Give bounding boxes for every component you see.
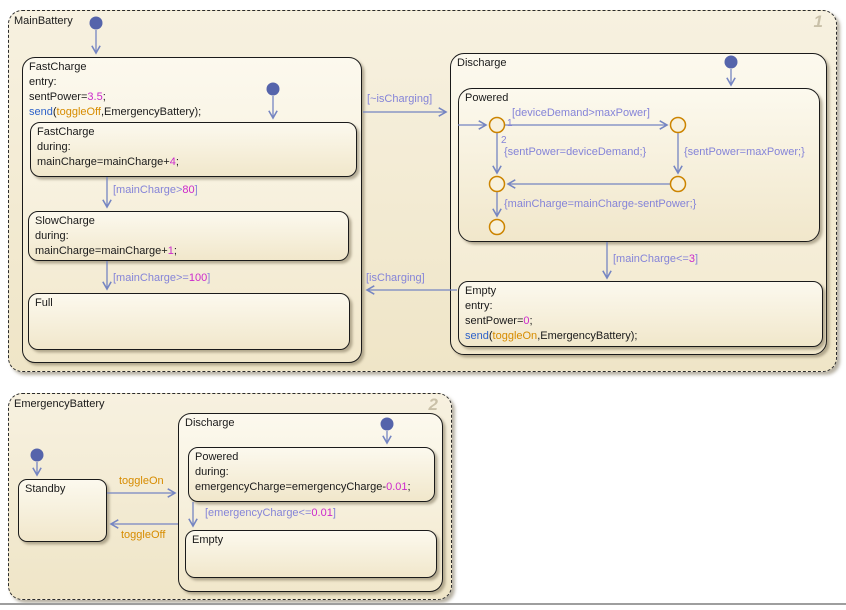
transition-label-not-ischarging[interactable]: [~isCharging] [367, 93, 433, 105]
state-code-line: emergencyCharge=emergencyCharge-0.01; [195, 481, 411, 493]
state-code-line: sentPower=0; [465, 315, 533, 327]
execution-order-badge: 2 [428, 395, 438, 414]
state-powered-emergency[interactable]: Powered during: emergencyCharge=emergenc… [188, 447, 435, 502]
state-title-powered-emergency: Powered [195, 451, 239, 463]
window-bottom-edge [0, 603, 846, 605]
state-title-discharge-main: Discharge [457, 57, 507, 69]
state-code-line: mainCharge=mainCharge+1; [35, 245, 177, 257]
state-empty-main[interactable]: Empty entry: sentPower=0; send(toggleOn,… [458, 281, 823, 347]
state-title-slowcharge: SlowCharge [35, 215, 95, 227]
state-slowcharge[interactable]: SlowCharge during: mainCharge=mainCharge… [28, 211, 349, 261]
state-code-line: sentPower=3.5; [29, 91, 106, 103]
transition-order-1[interactable]: 1 [507, 118, 513, 129]
transition-label-maincharge-le-3[interactable]: [mainCharge<=3] [613, 253, 699, 265]
state-title-empty-main: Empty [465, 285, 497, 297]
state-title-main-battery: MainBattery [14, 15, 73, 27]
state-fastcharge-inner[interactable]: FastCharge during: mainCharge=mainCharge… [30, 122, 357, 177]
state-code-line: during: [35, 230, 69, 242]
transition-label-toggleon[interactable]: toggleOn [119, 475, 164, 487]
transition-label-emergencycharge-le-001[interactable]: [emergencyCharge<=0.01] [205, 507, 336, 519]
transition-label-devicedemand-gt-maxpower[interactable]: [deviceDemand>maxPower] [512, 107, 650, 119]
state-code-line: during: [37, 141, 71, 153]
state-title-fastcharge-outer: FastCharge [29, 61, 87, 73]
transition-label-maincharge-ge-100[interactable]: [mainCharge>=100] [113, 272, 211, 284]
state-title-emergency-battery: EmergencyBattery [14, 398, 105, 410]
state-title-powered-main: Powered [465, 92, 509, 104]
transition-label-toggleoff[interactable]: toggleOff [121, 529, 166, 541]
transition-label-set-maincharge-minus-sentpower[interactable]: {mainCharge=mainCharge-sentPower;} [504, 198, 697, 210]
state-code-line: send(toggleOff,EmergencyBattery); [29, 106, 202, 118]
transition-label-maincharge-gt-80[interactable]: [mainCharge>80] [113, 184, 198, 196]
state-code-line: mainCharge=mainCharge+4; [37, 156, 179, 168]
transition-order-2[interactable]: 2 [501, 135, 507, 146]
state-code-line: entry: [465, 300, 493, 312]
state-code-line: send(toggleOn,EmergencyBattery); [465, 330, 638, 342]
execution-order-badge: 1 [813, 12, 823, 31]
state-code-line: during: [195, 466, 229, 478]
state-empty-emergency[interactable]: Empty [185, 530, 437, 578]
transition-label-set-sentpower-devicedemand[interactable]: {sentPower=deviceDemand;} [504, 146, 647, 158]
transition-label-set-sentpower-maxpower[interactable]: {sentPower=maxPower;} [684, 146, 805, 158]
state-title-standby: Standby [25, 483, 66, 495]
state-title-empty-emergency: Empty [192, 534, 224, 546]
state-standby[interactable]: Standby [18, 479, 107, 542]
state-full[interactable]: Full [28, 293, 350, 350]
state-title-full: Full [35, 297, 53, 309]
state-code-line: entry: [29, 76, 57, 88]
state-title-fastcharge-inner: FastCharge [37, 126, 95, 138]
state-powered-main[interactable]: Powered [458, 88, 820, 242]
state-title-discharge-emergency: Discharge [185, 417, 235, 429]
transition-label-ischarging[interactable]: [isCharging] [366, 272, 425, 284]
